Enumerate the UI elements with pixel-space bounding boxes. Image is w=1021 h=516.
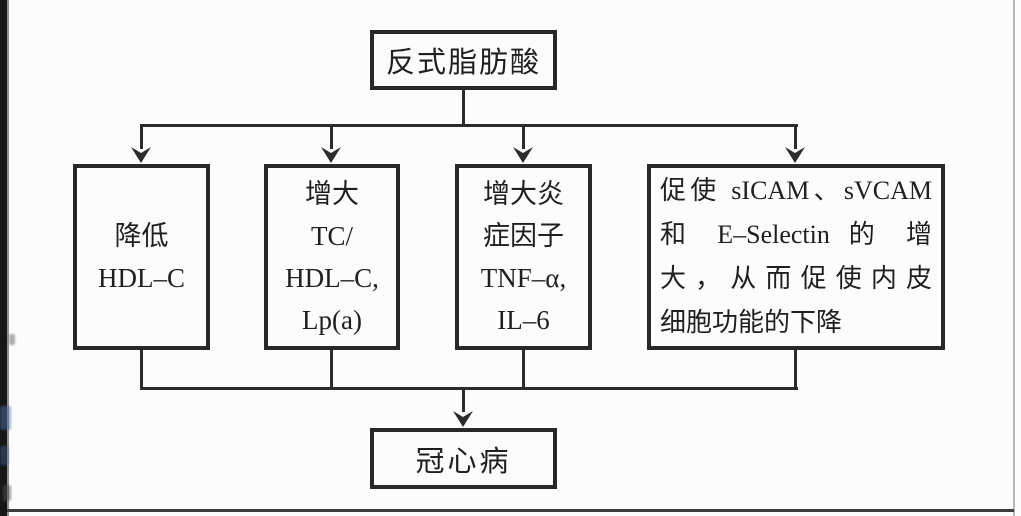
node-label: 增大炎 症因子 TNF–α, IL–6 [480,179,567,335]
arrowhead-down-icon [131,147,151,163]
node-lower-hdl-c: 降低 HDL–C [73,164,210,350]
arrowhead-down-icon [321,147,341,163]
node-trans-fatty-acid: 反式脂肪酸 [370,30,557,90]
arrowhead-down-icon [513,147,533,163]
connector-merge-2 [330,350,333,389]
arrowhead-down-icon [453,411,473,427]
connector-merge-line [140,387,798,390]
connector-merge-1 [140,350,143,389]
scan-left-gray-rule [7,0,9,516]
connector-branch-3 [522,126,525,149]
scan-right-rule [1013,0,1015,516]
connector-outcome-stem [462,389,465,412]
connector-root-stem [462,88,465,126]
scan-bleed-mark [0,406,11,430]
scan-bleed-mark [9,334,15,345]
scan-bottom-rule [7,509,1014,512]
scan-bleed-mark [0,446,9,465]
connector-branch-1 [140,126,143,149]
scan-bleed-mark [3,485,11,501]
node-label: 降低 HDL–C [98,221,185,293]
node-label: 反式脂肪酸 [385,47,541,79]
node-increase-tc-hdl-lpa: 增大 TC/ HDL–C, Lp(a) [264,164,400,350]
node-increase-sicam-svcam-eselectin: 促使 sICAM、sVCAM 和 E–Selectin 的 增 大，从而促使内皮… [647,164,945,350]
node-label-line: 和 E–Selectin 的 增 [660,220,932,249]
node-label: 冠心病 [415,445,512,478]
arrowhead-down-icon [785,147,805,163]
node-label-line: 大，从而促使内皮 [660,264,932,293]
connector-branch-2 [330,126,333,149]
connector-branch-4 [794,126,797,149]
connector-merge-4 [794,350,797,389]
connector-merge-3 [522,350,525,389]
node-label: 增大 TC/ HDL–C, Lp(a) [285,179,379,335]
node-label-line: 促使 sICAM、sVCAM [660,176,932,205]
node-label-line: 细胞功能的下降 [660,308,843,337]
node-increase-inflammatory-factors: 增大炎 症因子 TNF–α, IL–6 [455,164,592,350]
node-coronary-heart-disease: 冠心病 [370,428,557,489]
scan-left-edge [0,0,7,516]
connector-distribution-line [140,124,798,127]
